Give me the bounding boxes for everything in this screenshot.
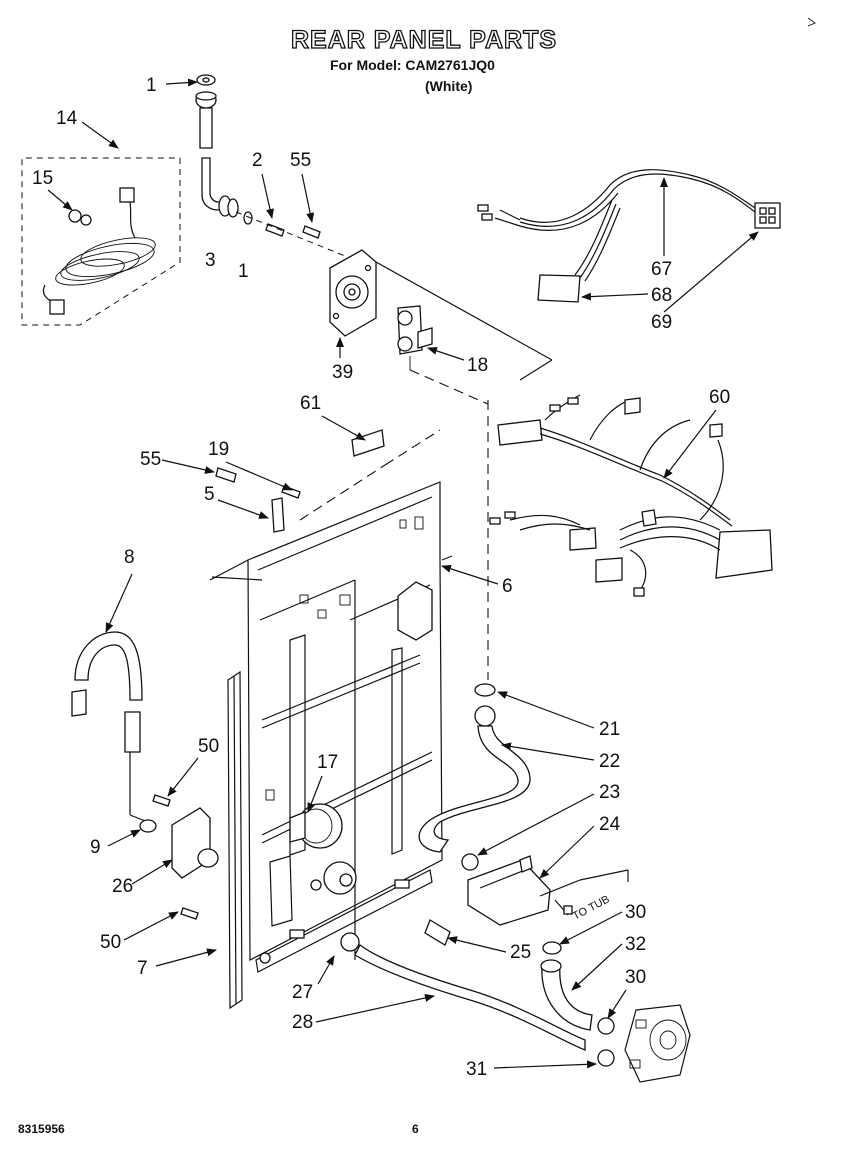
drain-hose-guide bbox=[71, 631, 149, 823]
callout-label: 5 bbox=[204, 484, 215, 505]
small-fasteners bbox=[215, 429, 451, 946]
callout-label: 3 bbox=[205, 250, 216, 271]
corner-mark bbox=[807, 17, 816, 27]
page-number: 6 bbox=[412, 1122, 419, 1136]
callout-label: 1 bbox=[146, 75, 157, 96]
callout-label: 27 bbox=[292, 982, 313, 1003]
callout-label: 50 bbox=[198, 736, 219, 757]
callout-label: 8 bbox=[124, 547, 135, 568]
water-valve bbox=[397, 305, 433, 370]
valve-mounting-plate bbox=[329, 249, 377, 337]
callout-label: 17 bbox=[317, 752, 338, 773]
rear-panel bbox=[209, 429, 453, 973]
wire-harness-main bbox=[489, 394, 773, 597]
callout-label: 61 bbox=[300, 393, 321, 414]
to-tub-note: TO TUB bbox=[571, 893, 612, 922]
fill-hose-assembly bbox=[195, 74, 361, 263]
callout-label: 2 bbox=[252, 150, 263, 171]
callout-label: 15 bbox=[32, 168, 53, 189]
timer-knob bbox=[289, 803, 357, 895]
leader-arrows bbox=[47, 78, 759, 1069]
wire-harness-upper bbox=[477, 169, 781, 303]
callout-label: 55 bbox=[290, 150, 311, 171]
callout-label: 31 bbox=[466, 1059, 487, 1080]
callout-label: 19 bbox=[208, 439, 229, 460]
pump-outlet-hose bbox=[418, 683, 531, 871]
callout-label: 7 bbox=[137, 958, 148, 979]
power-cord-kit bbox=[21, 157, 181, 326]
callout-label: 26 bbox=[112, 876, 133, 897]
callout-label: 22 bbox=[599, 751, 620, 772]
callout-label: 69 bbox=[651, 312, 672, 333]
model-color: (White) bbox=[425, 78, 473, 94]
callout-label: 21 bbox=[599, 719, 620, 740]
callout-label: 18 bbox=[467, 355, 488, 376]
callout-label: 6 bbox=[502, 576, 513, 597]
pump-bracket bbox=[139, 794, 219, 920]
callout-label: 55 bbox=[140, 449, 161, 470]
callout-label: 28 bbox=[292, 1012, 313, 1033]
drain-hose-lower bbox=[340, 932, 586, 1051]
callout-label: 24 bbox=[599, 814, 621, 835]
callout-label: 60 bbox=[709, 387, 730, 408]
callout-label: 1 bbox=[238, 261, 249, 282]
callout-label: 30 bbox=[625, 967, 646, 988]
callout-label: 9 bbox=[90, 837, 101, 858]
document-number: 8315956 bbox=[18, 1122, 65, 1136]
callout-label: 32 bbox=[625, 934, 646, 955]
page-title: REAR PANEL PARTS bbox=[290, 25, 558, 54]
callout-label: 68 bbox=[651, 285, 672, 306]
callout-label: 67 bbox=[651, 259, 672, 280]
callout-label: 30 bbox=[625, 902, 646, 923]
callout-label: 14 bbox=[56, 108, 78, 129]
callout-label: 50 bbox=[100, 932, 121, 953]
drain-pump-bracket bbox=[467, 855, 629, 926]
callout-labels: 1 14 15 2 55 3 1 39 18 67 68 69 60 61 19… bbox=[32, 75, 730, 1080]
callout-label: 39 bbox=[332, 362, 353, 383]
model-number: For Model: CAM2761JQ0 bbox=[330, 57, 495, 73]
callout-label: 23 bbox=[599, 782, 620, 803]
callout-label: 25 bbox=[510, 942, 531, 963]
drain-pump bbox=[540, 941, 691, 1083]
side-rail bbox=[227, 670, 243, 1010]
